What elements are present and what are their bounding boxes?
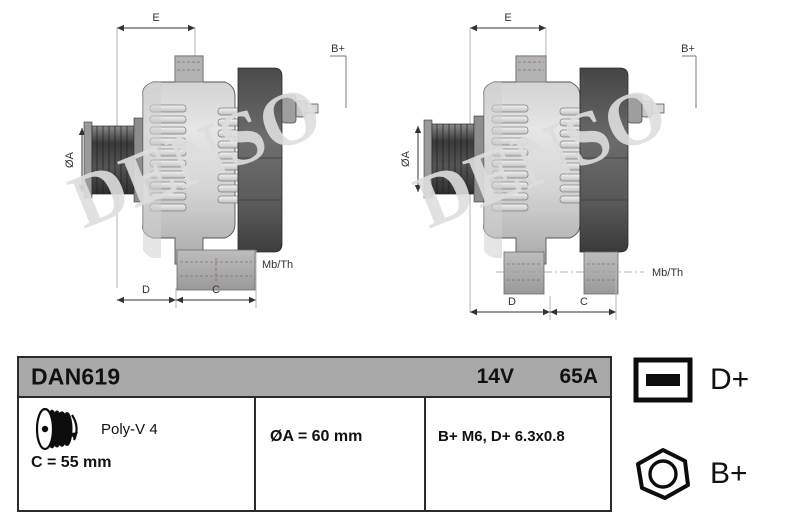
b-plus-leader-line xyxy=(682,55,697,108)
dimension-D-label: D xyxy=(508,296,516,308)
b-plus-terminal xyxy=(627,94,665,124)
spec-cell-pulley: Poly-V 4 C = 55 mm xyxy=(19,398,254,510)
spec-table-body: Poly-V 4 C = 55 mm ØA = 60 mm B+ M6, D+ … xyxy=(19,398,610,510)
dimension-diameter-A xyxy=(78,128,86,192)
dimension-E-label: E xyxy=(504,12,511,24)
rear-cover xyxy=(237,67,283,253)
hex-nut-icon xyxy=(636,448,690,500)
b-plus-leader-line xyxy=(330,55,347,108)
mounting-foot xyxy=(176,249,256,291)
terminal-legend: D+ B+ xyxy=(632,352,792,522)
voltage-rating: 14V xyxy=(476,365,514,388)
pulley-row: Poly-V 4 xyxy=(31,406,158,452)
dimension-C-label: C xyxy=(212,284,220,296)
b-plus-callout-label: B+ xyxy=(331,43,345,55)
alternator-front-housing xyxy=(142,55,257,265)
dimension-D xyxy=(470,296,551,320)
dimension-C xyxy=(176,250,257,308)
pulley-c-dimension: C = 55 mm xyxy=(31,454,112,471)
dimension-D-label: D xyxy=(142,284,150,296)
spec-cell-diameter: ØA = 60 mm xyxy=(254,398,424,510)
spec-table-header: DAN619 14V 65A xyxy=(19,358,610,398)
mounting-thread-callout-label: Mb/Th xyxy=(652,267,683,279)
pulley xyxy=(423,115,485,203)
mounting-thread-callout-label: Mb/Th xyxy=(262,259,293,271)
dimension-diameter-A-label: ØA xyxy=(64,151,76,168)
spec-cell-terminals: B+ M6, D+ 6.3x0.8 xyxy=(424,398,610,510)
dimension-C xyxy=(550,252,617,320)
pulley xyxy=(83,117,144,203)
pulley-icon xyxy=(35,407,78,451)
b-plus-terminal xyxy=(281,94,319,124)
dimension-diameter-A xyxy=(414,126,422,192)
b-plus-callout-label: B+ xyxy=(681,43,695,55)
dimension-E-label: E xyxy=(152,12,159,24)
mounting-foot-right xyxy=(583,251,619,295)
rear-cover xyxy=(579,67,629,253)
amperage-rating: 65A xyxy=(559,365,598,388)
specification-table: DAN619 14V 65A xyxy=(17,356,612,512)
alternator-drawing-right: E ØA xyxy=(400,0,800,340)
legend-item-b-plus: B+ xyxy=(632,446,748,502)
dimension-diameter-A-label: ØA xyxy=(400,150,412,167)
diameter-a-value: ØA = 60 mm xyxy=(270,428,363,445)
blade-terminal-icon xyxy=(633,357,693,403)
legend-label-b-plus: B+ xyxy=(710,457,748,490)
mounting-foot-left xyxy=(503,251,545,295)
dimension-D xyxy=(117,288,177,308)
legend-label-d-plus: D+ xyxy=(710,363,750,396)
alternator-drawing-left: E ØA xyxy=(0,0,400,340)
terminal-spec-value: B+ M6, D+ 6.3x0.8 xyxy=(438,428,565,445)
part-number: DAN619 xyxy=(31,363,121,390)
pulley-type-label: Poly-V 4 xyxy=(101,420,158,438)
legend-item-d-plus: D+ xyxy=(632,352,749,408)
dimension-C-label: C xyxy=(580,296,588,308)
